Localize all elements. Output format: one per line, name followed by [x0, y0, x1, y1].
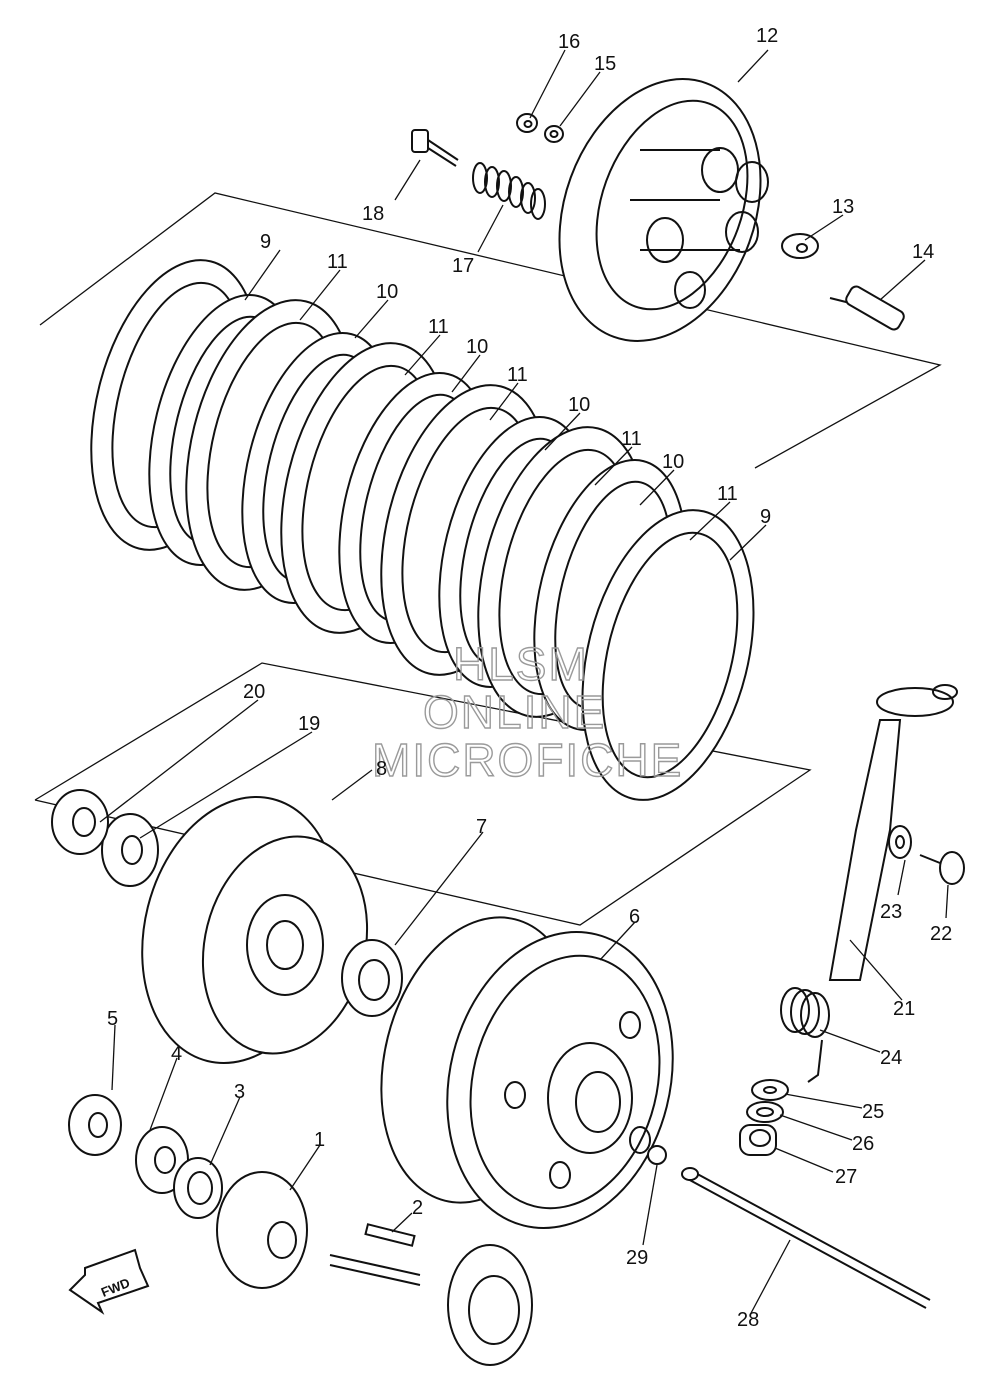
label-19: 19: [298, 713, 320, 735]
label-26: 26: [852, 1133, 874, 1155]
label-7: 7: [476, 816, 487, 838]
washer-3: [173, 1157, 223, 1219]
push-rod-long: [681, 1167, 931, 1309]
nut-5: [68, 1094, 122, 1156]
oil-seal-26: [746, 1101, 784, 1123]
clutch-plate-stack: [90, 259, 755, 801]
key-2: [364, 1223, 416, 1247]
label-4: 4: [171, 1043, 182, 1065]
clutch-spring: [472, 162, 546, 220]
label-6: 6: [629, 906, 640, 928]
label-24: 24: [880, 1047, 902, 1069]
watermark-line1: HLSM: [453, 638, 589, 690]
label-29: 29: [626, 1247, 648, 1269]
watermark-line3: MICROFICHE: [372, 734, 683, 786]
label-1: 1: [314, 1129, 325, 1151]
label-14: 14: [912, 241, 934, 263]
label-11-a: 11: [327, 251, 348, 273]
lock-washer-19: [101, 813, 159, 887]
label-3: 3: [234, 1081, 245, 1103]
primary-gear-outline-box: [34, 662, 812, 926]
clutch-boss: [380, 916, 674, 1229]
label-9-top: 9: [260, 231, 271, 253]
pressure-plate: [558, 78, 769, 342]
crankshaft-end: [329, 1244, 533, 1366]
label-17: 17: [452, 255, 474, 277]
label-11-d: 11: [621, 428, 642, 450]
friction-plate-9-inner: [581, 509, 755, 801]
label-16: 16: [558, 31, 580, 53]
nut-20: [51, 789, 109, 855]
bolt-18: [411, 129, 459, 167]
label-2: 2: [412, 1197, 423, 1219]
label-28: 28: [737, 1309, 759, 1331]
label-8: 8: [376, 758, 387, 780]
label-13: 13: [832, 196, 854, 218]
push-rod-nut: [781, 233, 819, 259]
washer-23: [888, 825, 912, 859]
thrust-plate: [341, 939, 403, 1017]
bearing-27: [739, 1124, 777, 1156]
watermark-line2: ONLINE: [423, 686, 606, 738]
label-20: 20: [243, 681, 265, 703]
washer-15: [544, 125, 564, 143]
label-23: 23: [880, 901, 902, 923]
nut-16: [516, 113, 538, 133]
label-21: 21: [893, 998, 915, 1020]
label-11-e: 11: [717, 483, 738, 505]
washer-25: [751, 1079, 789, 1101]
fwd-arrow-icon: FWD: [68, 1248, 150, 1315]
watermark: HLSM ONLINE MICROFICHE: [371, 637, 683, 786]
push-rod-short: [829, 285, 905, 331]
ball-29: [647, 1145, 667, 1165]
label-18: 18: [362, 203, 384, 225]
label-10-b: 10: [466, 336, 488, 358]
label-15: 15: [594, 53, 616, 75]
label-11-c: 11: [507, 364, 528, 386]
part-labels: 16 15 12 13 14 18 17 9 11 10 11 10 11 10…: [107, 25, 952, 1331]
torsion-spring: [780, 987, 830, 1083]
label-10-d: 10: [662, 451, 684, 473]
label-10-c: 10: [568, 394, 590, 416]
primary-driven-gear: [141, 796, 369, 1064]
label-25: 25: [862, 1101, 884, 1123]
label-9-bottom: 9: [760, 506, 771, 528]
label-11-b: 11: [428, 316, 449, 338]
label-12: 12: [756, 25, 778, 47]
label-27: 27: [835, 1166, 857, 1188]
label-10-a: 10: [376, 281, 398, 303]
bolt-22: [919, 851, 965, 885]
push-lever-axle: [828, 684, 958, 981]
label-5: 5: [107, 1008, 118, 1030]
leader-lines: [99, 49, 949, 1316]
label-22: 22: [930, 923, 952, 945]
primary-drive-gear: [216, 1171, 308, 1289]
